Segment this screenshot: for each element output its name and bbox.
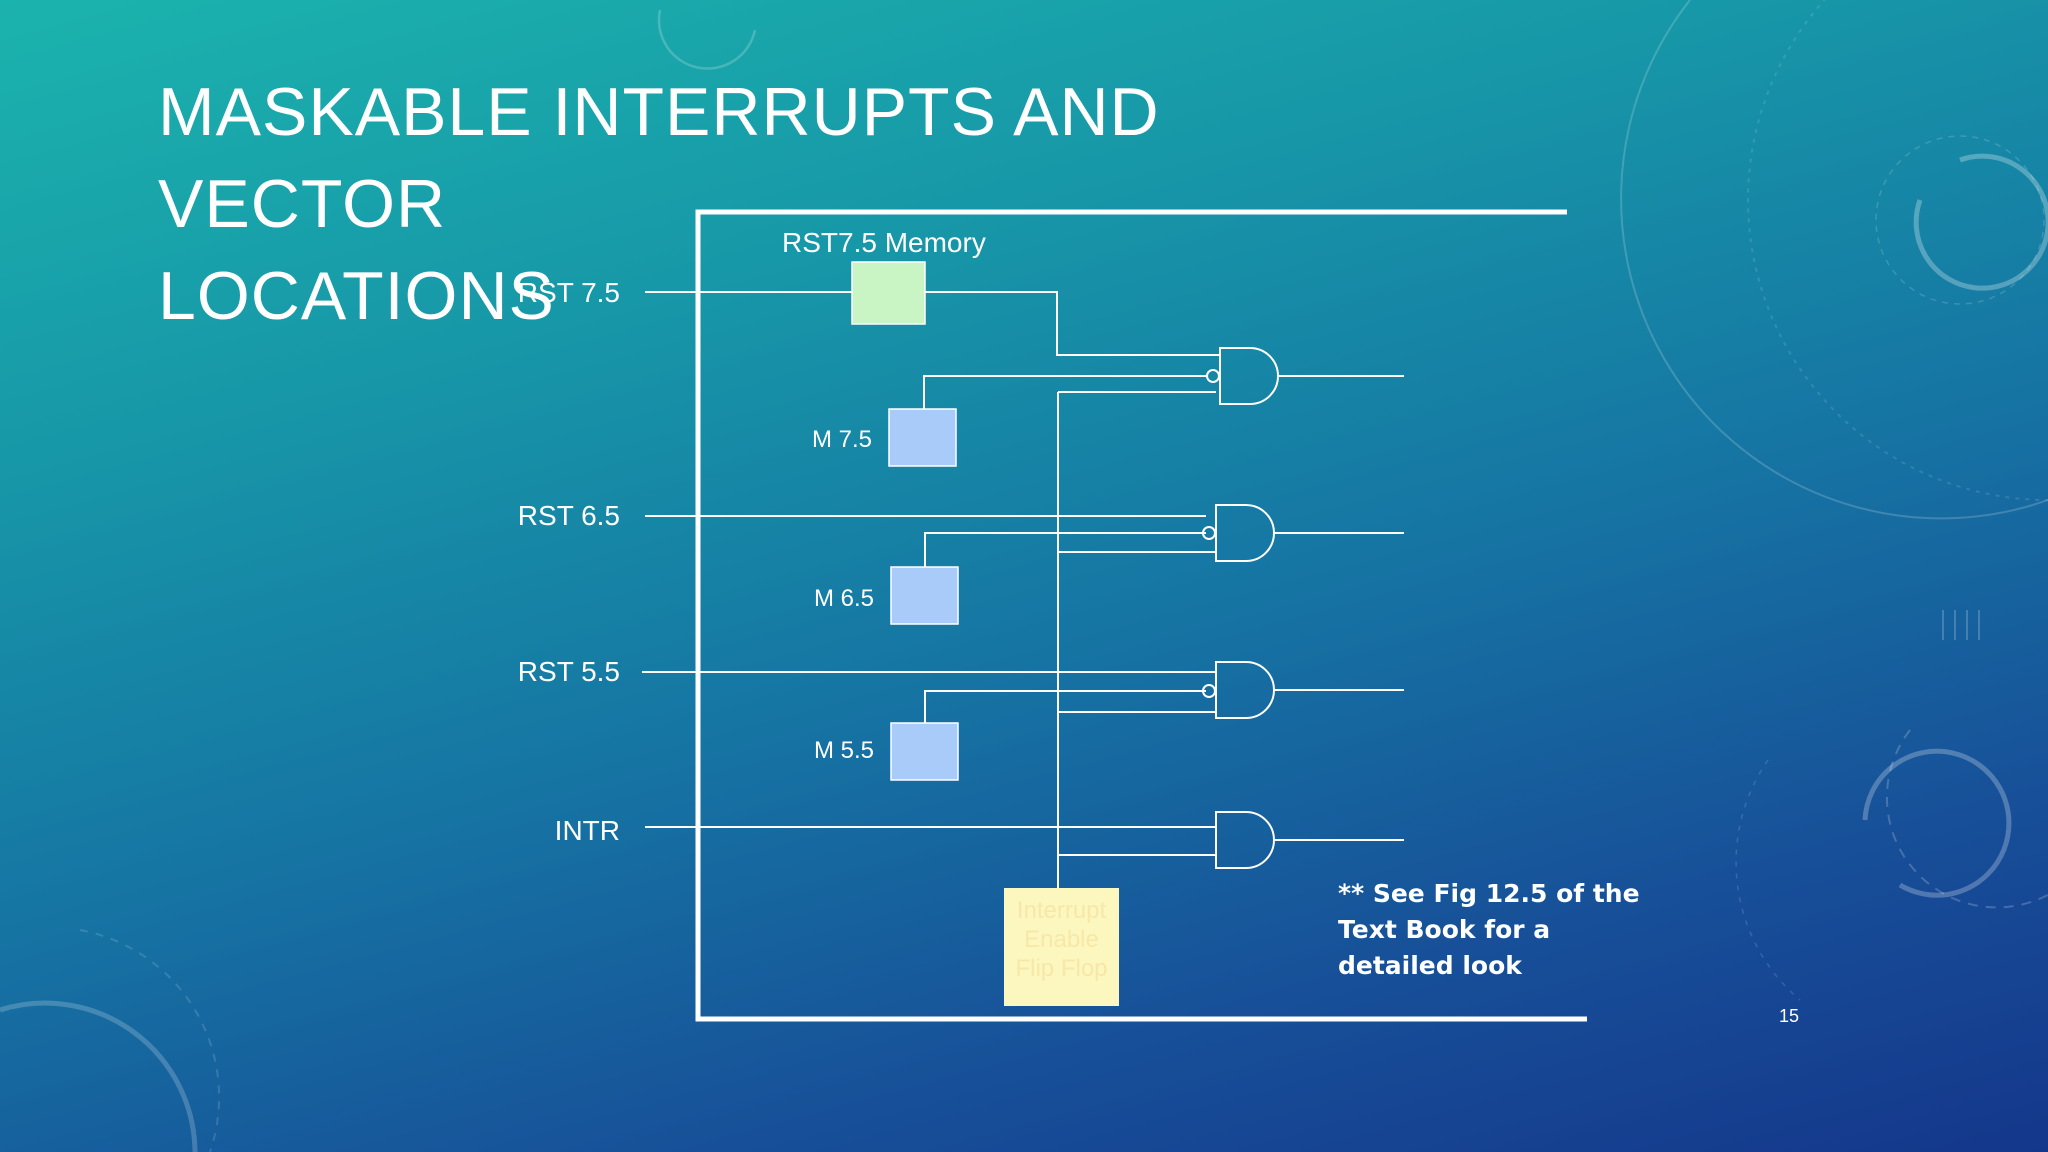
input-label-rst55: RST 5.5 — [518, 656, 620, 687]
mask75-box — [888, 408, 957, 467]
inverter-bubble-rst55 — [1202, 684, 1216, 698]
mask75-line — [923, 375, 1206, 409]
input-label-intr: INTR — [555, 815, 620, 846]
page-number: 15 — [1779, 1006, 1800, 1026]
rst75-memory-box — [851, 261, 926, 325]
and-gate-rst55 — [1215, 661, 1275, 719]
rst75-memory-output-line — [925, 291, 1220, 356]
input-label-rst65: RST 6.5 — [518, 500, 620, 531]
input-label-rst75: RST 7.5 — [518, 277, 620, 308]
mask65-box — [890, 566, 959, 625]
mask-label-65: M 6.5 — [814, 585, 874, 612]
and-gate-rst65 — [1215, 504, 1275, 562]
diagram-frame — [695, 209, 1587, 1022]
mask65-line — [924, 532, 1206, 567]
inverter-bubble-rst75 — [1206, 369, 1220, 383]
and-gate-intr — [1215, 811, 1275, 869]
inverter-bubble-rst65 — [1202, 526, 1216, 540]
textbook-note: ** See Fig 12.5 of the Text Book for a d… — [1338, 879, 1640, 980]
slide-title: MASKABLE INTERRUPTS AND VECTOR LOCATIONS — [158, 74, 1160, 334]
mask-label-55: M 5.5 — [814, 737, 874, 764]
mask55-line — [924, 690, 1206, 723]
and-gate-rst75 — [1219, 347, 1279, 405]
mask55-box — [890, 722, 959, 781]
interrupt-enable-flip-flop-box — [1004, 888, 1119, 1006]
flip-flop-label: Interrupt Enable Flip Flop — [1015, 897, 1108, 982]
memory-label: RST7.5 Memory — [782, 227, 986, 258]
mask-label-75: M 7.5 — [812, 426, 872, 453]
